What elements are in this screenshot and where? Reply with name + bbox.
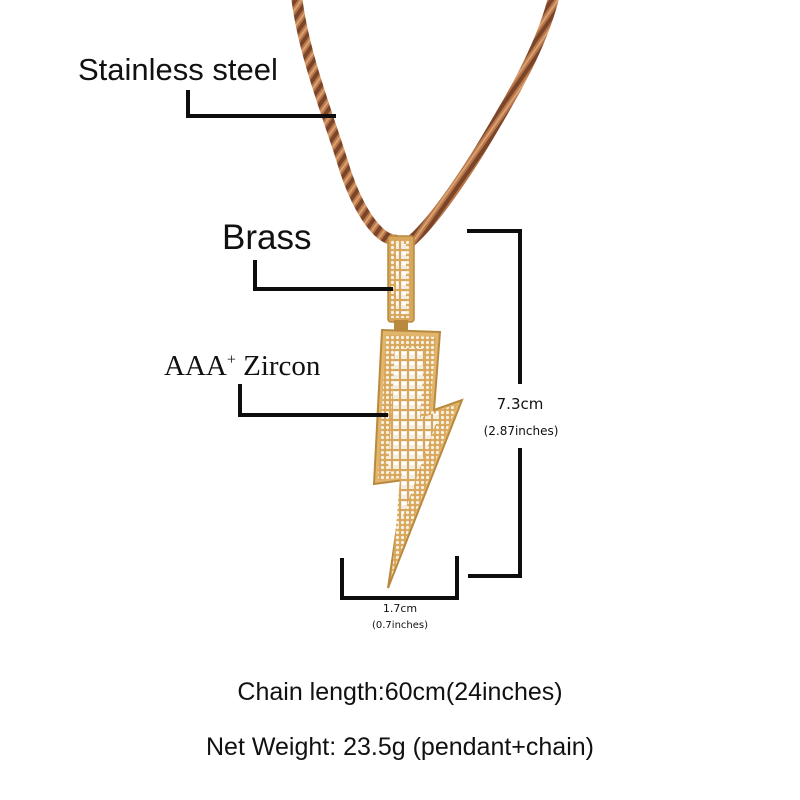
width-bracket-right (455, 556, 459, 600)
stone-name: Zircon (243, 350, 321, 382)
bail-material-label: Brass (222, 218, 312, 257)
height-bracket-top (467, 229, 522, 233)
height-dimension-in: (2.87inches) (483, 424, 559, 438)
pendant-bail (387, 235, 415, 332)
height-bracket-lower (518, 448, 522, 577)
width-dimension-cm: 1.7cm (382, 602, 418, 615)
height-bracket-upper (518, 229, 522, 384)
stone-leader-horizontal (238, 413, 388, 417)
chain-left-strand (291, 0, 401, 246)
bail-leader-vertical (253, 260, 257, 290)
width-bracket-left (340, 558, 344, 600)
stone-grade: AAA (164, 350, 227, 382)
stone-material-label: AAA+ Zircon (164, 350, 320, 383)
stone-leader-vertical (238, 384, 242, 416)
chain-material-label: Stainless steel (78, 52, 278, 87)
height-dimension-cm: 7.3cm (496, 395, 544, 413)
chain-right-strand (404, 0, 559, 248)
height-bracket-bottom (468, 574, 522, 578)
chain-leader-vertical (186, 90, 190, 118)
bail-leader-horizontal (253, 287, 393, 291)
net-weight-spec: Net Weight: 23.5g (pendant+chain) (206, 733, 594, 761)
stone-grade-plus: + (226, 351, 236, 369)
lightning-bolt-pendant (372, 328, 464, 589)
chain-leader-horizontal (186, 114, 336, 118)
width-dimension-in: (0.7inches) (371, 620, 429, 631)
chain-length-spec: Chain length:60cm(24inches) (237, 678, 563, 706)
width-bracket-base (340, 596, 459, 600)
